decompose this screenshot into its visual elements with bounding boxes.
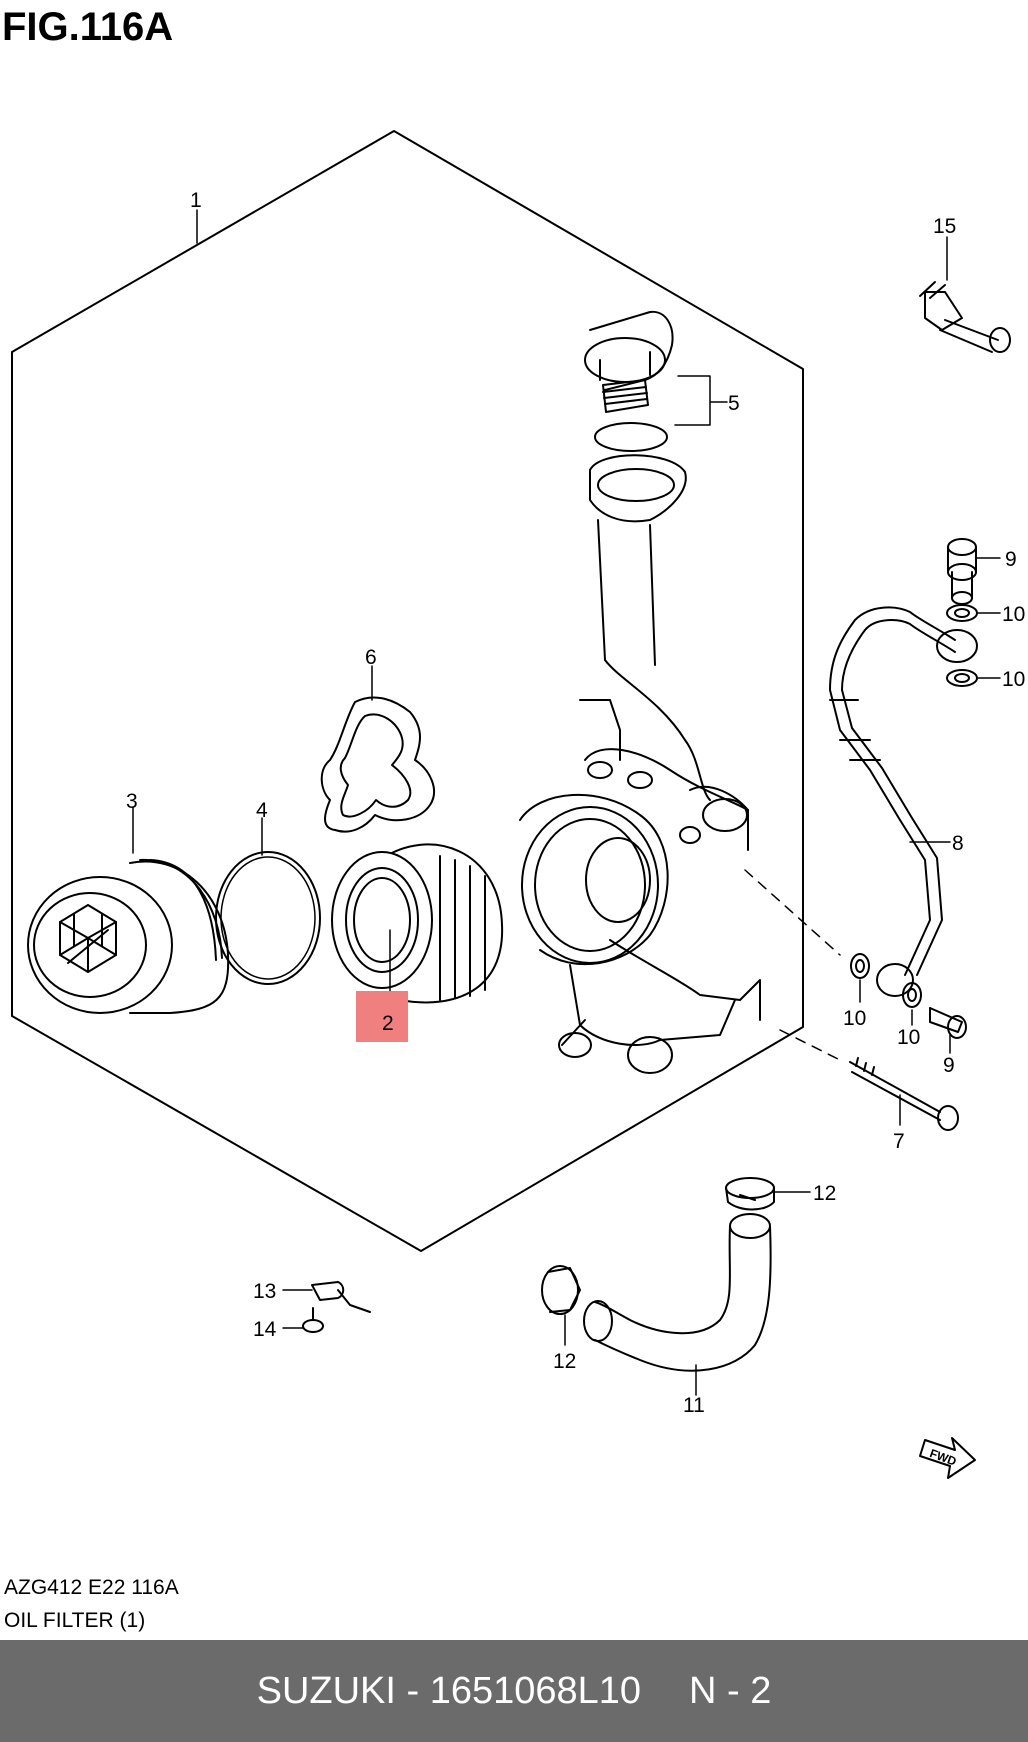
callout-10-c[interactable]: 10 xyxy=(843,1007,866,1030)
fwd-arrow-icon: FWD xyxy=(919,1437,976,1479)
union-bolt-part-bottom[interactable] xyxy=(929,1007,967,1039)
callout-11[interactable]: 11 xyxy=(683,1394,705,1417)
footer-part-number: SUZUKI - 1651068L10 xyxy=(256,1670,642,1712)
callout-9-top[interactable]: 9 xyxy=(1005,548,1017,571)
callout-3[interactable]: 3 xyxy=(126,790,138,813)
assembly-boundary xyxy=(11,130,804,1252)
callout-9-bottom[interactable]: 9 xyxy=(943,1054,955,1077)
oil-filter-cap-part[interactable] xyxy=(27,858,230,1014)
callout-10-b[interactable]: 10 xyxy=(1002,668,1025,691)
figure-title: FIG.116A xyxy=(2,5,174,49)
oil-filler-cap-part[interactable] xyxy=(584,310,674,452)
callout-14[interactable]: 14 xyxy=(253,1318,277,1341)
catalog-code: AZG412 E22 116A xyxy=(4,1576,179,1599)
callout-15[interactable]: 15 xyxy=(933,215,956,238)
small-bolt-part[interactable] xyxy=(302,1307,324,1333)
callout-2[interactable]: 2 xyxy=(382,1012,394,1035)
o-ring-part[interactable] xyxy=(215,851,321,985)
union-bolt-part-top[interactable] xyxy=(947,538,977,605)
hose-clamp-part-bottom[interactable] xyxy=(541,1265,581,1315)
callout-12-bottom[interactable]: 12 xyxy=(553,1350,576,1373)
washer-part-4[interactable] xyxy=(902,982,922,1008)
callout-10-d[interactable]: 10 xyxy=(897,1026,920,1049)
oil-filter-element-part[interactable] xyxy=(331,843,504,1004)
callout-4[interactable]: 4 xyxy=(256,799,268,822)
callout-8[interactable]: 8 xyxy=(952,832,964,855)
footer-bar: SUZUKI - 1651068L10 N - 2 xyxy=(0,1640,1028,1742)
callout-12-top[interactable]: 12 xyxy=(813,1182,836,1205)
long-bolt-part[interactable] xyxy=(849,1057,959,1131)
oil-hose-part[interactable] xyxy=(583,1213,772,1372)
callout-1[interactable]: 1 xyxy=(190,189,202,212)
callout-10-a[interactable]: 10 xyxy=(1002,603,1025,626)
catalog-section-name: OIL FILTER (1) xyxy=(4,1609,146,1632)
callout-7[interactable]: 7 xyxy=(893,1130,905,1153)
washer-part-1[interactable] xyxy=(946,604,978,622)
highlight-box-part-2 xyxy=(356,991,408,1042)
leader-lines xyxy=(132,209,1001,1396)
oil-pipe-part[interactable] xyxy=(829,606,978,997)
footer-page: N - 2 xyxy=(689,1670,772,1712)
washer-part-2[interactable] xyxy=(946,669,978,687)
callout-6[interactable]: 6 xyxy=(365,646,377,669)
oil-pressure-sensor-part[interactable] xyxy=(919,281,1011,353)
callout-5[interactable]: 5 xyxy=(728,392,740,415)
washer-part-3[interactable] xyxy=(850,953,870,979)
gasket-part[interactable] xyxy=(320,696,435,833)
bracket-part[interactable] xyxy=(311,1281,371,1313)
exploded-parts-diagram: FWD 1 2 3 4 5 6 7 8 9 9 10 xyxy=(11,130,1025,1479)
hose-clamp-part-top[interactable] xyxy=(725,1177,775,1211)
callout-13[interactable]: 13 xyxy=(253,1280,276,1303)
oil-filter-housing xyxy=(519,454,761,1074)
